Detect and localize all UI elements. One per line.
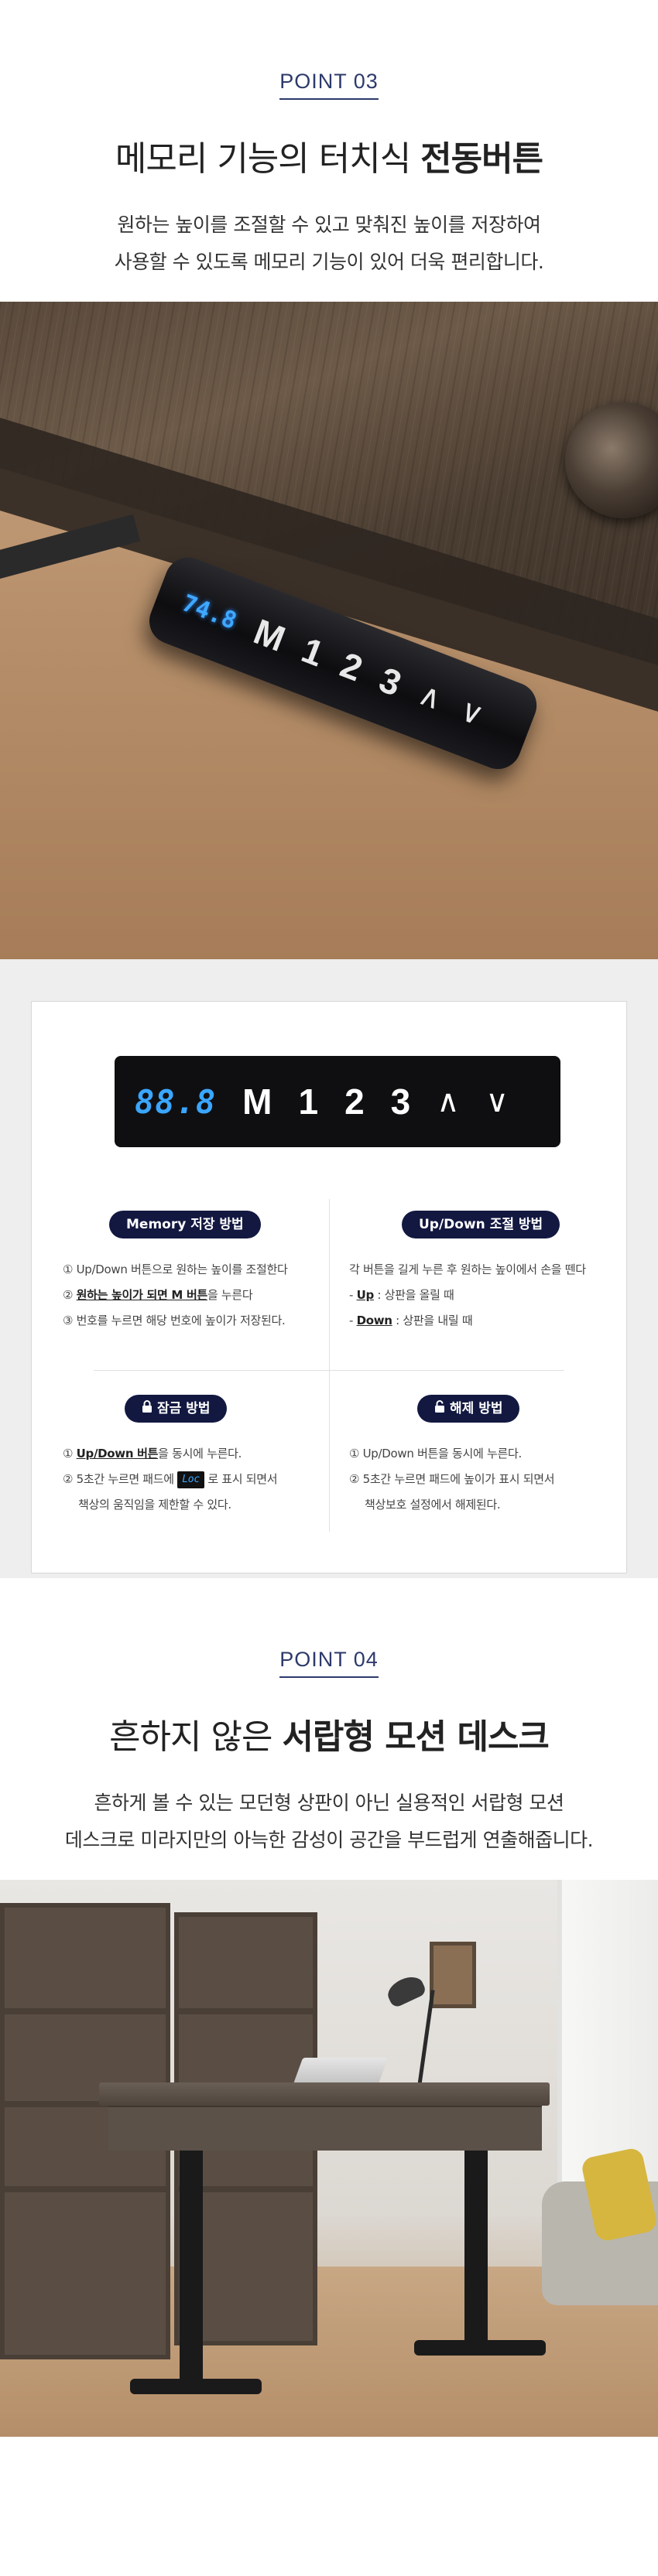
desk-top <box>99 2082 550 2106</box>
photo-key-m: M <box>248 610 291 660</box>
point4-header: POINT 04 흔하지 않은 서랍형 모션 데스크 흔하게 볼 수 있는 모던… <box>0 1578 658 1880</box>
keypad-key-3: 3 <box>390 1081 411 1122</box>
lock-title: 잠금 방법 <box>125 1395 228 1423</box>
photo-key-3: 3 <box>374 659 407 704</box>
photo-height-display: 74.8 <box>178 589 241 635</box>
photo-up-icon: ∧ <box>413 676 447 718</box>
point4-label: POINT 04 <box>279 1648 379 1678</box>
photo-key-1: 1 <box>296 629 330 675</box>
lamp-shade <box>383 1972 428 2009</box>
photo-key-2: 2 <box>334 644 368 689</box>
keypad-height-display: 88.8 <box>135 1082 217 1121</box>
keypad-diagram: 88.8 M 1 2 3 ∧ ∨ <box>115 1056 560 1147</box>
memory-steps: ① Up/Down 버튼으로 원하는 높이를 조절한다 ② 원하는 높이가 되면… <box>63 1262 288 1327</box>
wall-picture <box>430 1942 476 2008</box>
keypad-up-icon: ∧ <box>437 1084 460 1119</box>
controller-photo: 74.8 M 1 2 3 ∧ ∨ <box>0 302 658 959</box>
desk-leg-left <box>180 2151 203 2383</box>
instruction-section: 88.8 M 1 2 3 ∧ ∨ Memory 저장 방법 ① Up/Down … <box>0 959 658 1578</box>
point4-headline: 흔하지 않은 서랍형 모션 데스크 <box>109 1717 550 1757</box>
desk-room-photo <box>0 1880 658 2437</box>
desk-drawers <box>108 2106 542 2151</box>
keypad-key-1: 1 <box>298 1081 319 1122</box>
photo-down-icon: ∨ <box>454 692 489 733</box>
desk-foot-right <box>414 2340 546 2356</box>
loc-display: Loc <box>177 1471 204 1488</box>
horizontal-divider <box>94 1370 564 1371</box>
keypad-key-2: 2 <box>344 1081 365 1122</box>
lock-icon <box>142 1395 153 1423</box>
lock-steps: ① Up/Down 버튼을 동시에 누른다. ② 5초간 누르면 패드에 Loc… <box>63 1447 278 1512</box>
point3-header: POINT 03 메모리 기능의 터치식 전동버튼 원하는 높이를 조절할 수 … <box>0 0 658 302</box>
unlock-icon <box>434 1395 445 1423</box>
desk-foot-left <box>130 2379 262 2394</box>
point3-label: POINT 03 <box>279 70 379 100</box>
memory-title: Memory 저장 방법 <box>109 1211 261 1238</box>
window <box>557 1880 658 2205</box>
keypad-key-m: M <box>242 1081 272 1122</box>
vertical-divider <box>329 1199 330 1532</box>
cabinet-knob <box>565 402 658 518</box>
point4-description: 흔하게 볼 수 있는 모던형 상판이 아닌 실용적인 서랍형 모션 데스크로 미… <box>64 1792 594 1851</box>
unlock-steps: ① Up/Down 버튼을 동시에 누른다. ② 5초간 누르면 패드에 높이가… <box>349 1447 555 1512</box>
desk-lamp <box>417 1990 435 2086</box>
desk-leg-right <box>464 2151 488 2344</box>
keypad-down-icon: ∨ <box>485 1084 509 1119</box>
unlock-title: 해제 방법 <box>417 1395 520 1423</box>
updown-title: Up/Down 조절 방법 <box>402 1211 560 1238</box>
instruction-panel: 88.8 M 1 2 3 ∧ ∨ Memory 저장 방법 ① Up/Down … <box>31 1001 627 1573</box>
updown-steps: 각 버튼을 길게 누른 후 원하는 높이에서 손을 뗀다 - Up : 상판을 … <box>349 1262 586 1327</box>
point3-description: 원하는 높이를 조절할 수 있고 맞춰진 높이를 저장하여 사용할 수 있도록 … <box>114 214 544 273</box>
point3-headline: 메모리 기능의 터치식 전동버튼 <box>115 139 543 179</box>
